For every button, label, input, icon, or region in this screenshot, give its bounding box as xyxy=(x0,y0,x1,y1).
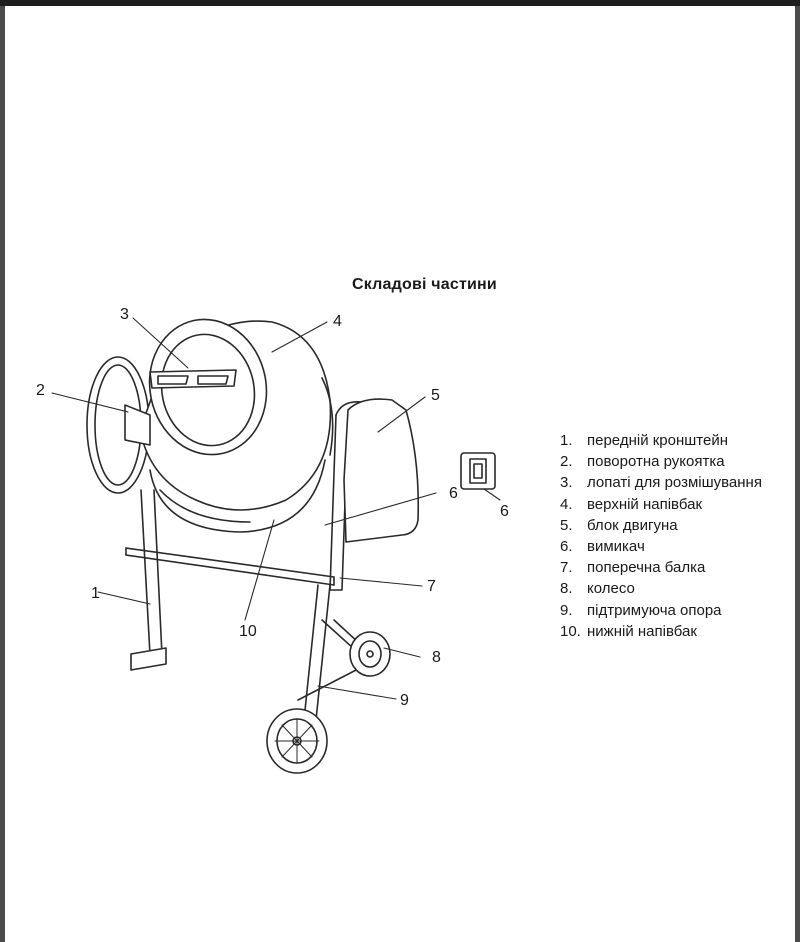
legend-number: 5. xyxy=(560,516,573,534)
leader-lines xyxy=(51,317,501,700)
callout-8: 8 xyxy=(432,649,441,666)
legend-number: 8. xyxy=(560,580,573,598)
legend-item: 3. лопаті для розмішування xyxy=(560,472,762,493)
legend-number: 10. xyxy=(560,622,581,640)
legend-item: 4. верхній напівбак xyxy=(560,494,762,515)
legend-item: 9. підтримуюча опора xyxy=(560,600,762,621)
callout-labels: 1 2 3 4 5 6 6 7 8 9 10 xyxy=(36,306,509,709)
legend-label: колесо xyxy=(587,580,635,598)
parts-legend: 1. передній кронштейн 2. поворотна рукоятк… xyxy=(560,430,762,642)
callout-9: 9 xyxy=(400,692,409,709)
legend-label: блок двигуна xyxy=(587,516,678,534)
support-legs xyxy=(297,584,373,721)
legend-item: 2. поворотна рукоятка xyxy=(560,451,762,472)
callout-3: 3 xyxy=(120,306,129,323)
legend-label: вимикач xyxy=(587,538,645,556)
legend-number: 4. xyxy=(560,495,573,513)
callout-6b: 6 xyxy=(500,503,509,520)
left-edge xyxy=(0,6,5,942)
legend-label: підтримуюча опора xyxy=(587,601,722,619)
legend-label: поворотна рукоятка xyxy=(587,453,725,471)
legend-label: передній кронштейн xyxy=(587,432,729,449)
callout-2: 2 xyxy=(36,382,45,399)
callout-1: 1 xyxy=(91,585,100,602)
legend-number: 7. xyxy=(560,559,573,577)
legend-item: 6. вимикач xyxy=(560,536,762,557)
callout-6a: 6 xyxy=(449,485,458,502)
switch-box xyxy=(460,452,496,490)
legend-number: 9. xyxy=(560,601,573,619)
legend-item: 5. блок двигуна xyxy=(560,515,762,536)
callout-4: 4 xyxy=(333,313,342,330)
legend-number: 6. xyxy=(560,538,573,556)
legend-label: нижній напівбак xyxy=(587,622,697,640)
legend-item: 1. передній кронштейн xyxy=(560,430,762,451)
legend-label: верхній напівбак xyxy=(587,495,703,513)
diagram-title: Складові частини xyxy=(352,276,497,293)
legend-number: 1. xyxy=(560,432,573,449)
right-edge xyxy=(795,6,800,942)
legend-number: 3. xyxy=(560,474,573,492)
callout-7: 7 xyxy=(427,578,436,595)
mixing-blades xyxy=(149,369,237,389)
motor-block xyxy=(343,398,420,543)
top-bar xyxy=(0,0,800,6)
legend-item: 10. нижній напівбак xyxy=(560,621,762,642)
cross-beam xyxy=(125,547,335,586)
legend-label: лопаті для розмішування xyxy=(587,474,762,492)
front-bracket xyxy=(130,489,167,671)
callout-10: 10 xyxy=(239,623,257,640)
small-wheel xyxy=(349,631,391,677)
legend-label: поперечна балка xyxy=(587,559,706,577)
callout-5: 5 xyxy=(431,387,440,404)
legend-number: 2. xyxy=(560,453,573,471)
big-wheel xyxy=(266,708,328,774)
legend-item: 8. колесо xyxy=(560,578,762,599)
legend-item: 7. поперечна балка xyxy=(560,557,762,578)
